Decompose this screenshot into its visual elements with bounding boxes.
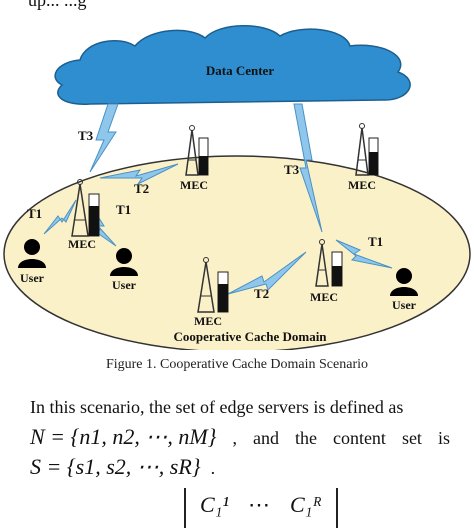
line2-word-is: is <box>437 428 450 448</box>
cloud-label: Data Center <box>206 63 274 78</box>
user-label-right: User <box>392 298 417 312</box>
user-left-icon <box>18 239 46 268</box>
paragraph-line3: S = {s1, s2, ⋯, sR} . <box>30 454 450 480</box>
figure-scenario: Data Center T3 T3 T2 T2 T1 T1 T1 MEC <box>3 25 471 353</box>
link-t2-top-icon <box>99 163 179 186</box>
partial-top-text: up... ...g <box>28 0 87 10</box>
mec-label-top: MEC <box>180 178 208 192</box>
link-label-t1-right: T1 <box>368 234 383 249</box>
matrix-ellipsis: ⋯ <box>248 492 270 517</box>
mec-tower-bottom-icon <box>197 257 229 313</box>
link-label-t1-mid: T1 <box>116 202 131 217</box>
mec-label-left: MEC <box>68 237 96 251</box>
link-label-t3-left: T3 <box>78 128 94 143</box>
line3-period: . <box>210 458 216 478</box>
link-label-t1-left: T1 <box>27 206 42 221</box>
link-label-t2-bottom: T2 <box>254 286 269 301</box>
mec-label-topright: MEC <box>348 178 376 192</box>
cache-matrix: C₁¹ ⋯ C₁ᴿ <box>184 488 338 528</box>
link-label-t3-right: T3 <box>284 162 300 177</box>
figure-caption: Figure 1. Cooperative Cache Domain Scena… <box>105 357 369 372</box>
link-t3-left-icon <box>89 103 119 173</box>
user-right-icon <box>390 268 418 296</box>
paragraph-line1: In this scenario, the set of edge server… <box>30 397 404 417</box>
line2-word-set: set <box>401 428 422 448</box>
paragraph-line2: N = {n1, n2, ⋯, nM} , and the content se… <box>30 424 450 450</box>
mec-tower-right-icon <box>315 239 343 287</box>
link-t3-right-icon <box>293 103 323 233</box>
line2-word-content: content <box>332 428 386 448</box>
scenario-diagram: Data Center T3 T3 T2 T2 T1 T1 T1 MEC <box>3 25 471 353</box>
data-center-cloud <box>54 25 411 105</box>
content-set-expr: S = {s1, s2, ⋯, sR} <box>30 454 201 479</box>
user-label-mid: User <box>112 278 137 292</box>
mec-tower-left-icon <box>71 179 100 237</box>
line2-comma: , <box>232 428 237 448</box>
line2-word-the: the <box>294 428 317 448</box>
line2-word-and: and <box>252 428 279 448</box>
edge-server-set-expr: N = {n1, n2, ⋯, nM} <box>30 424 217 449</box>
link-label-t2-top: T2 <box>134 181 149 196</box>
cooperative-cache-domain <box>3 155 471 353</box>
user-label-left: User <box>20 271 45 285</box>
user-mid-icon <box>110 248 138 276</box>
link-t2-bottom-icon <box>227 251 307 295</box>
mec-label-right: MEC <box>310 290 338 304</box>
matrix-entry-last: C₁ᴿ <box>290 492 322 517</box>
mec-tower-top-icon <box>185 125 209 176</box>
domain-label: Cooperative Cache Domain <box>173 329 327 344</box>
mec-tower-topright-icon <box>355 123 379 176</box>
mec-label-bottom: MEC <box>194 314 222 328</box>
link-t1-right-icon <box>335 239 393 269</box>
link-t1-left-icon <box>43 199 77 235</box>
matrix-entry-first: C₁¹ <box>200 492 229 517</box>
